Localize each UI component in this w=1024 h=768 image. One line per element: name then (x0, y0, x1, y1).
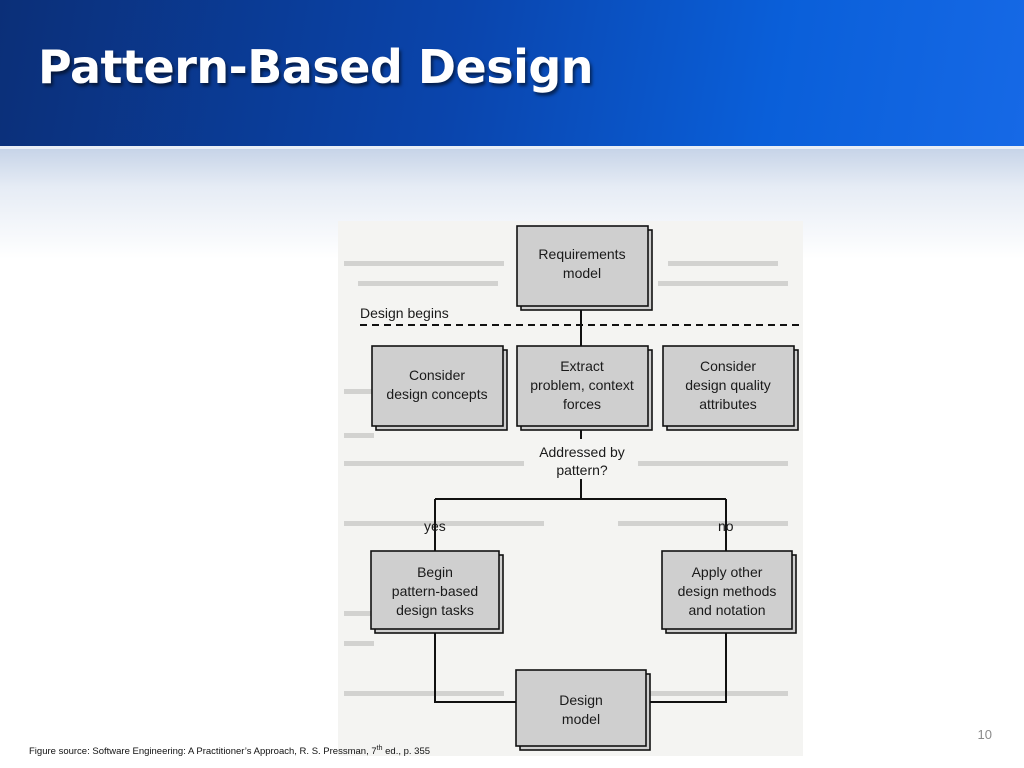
decision-label: Addressed by pattern? (539, 444, 625, 478)
no-branch-label: no (718, 518, 734, 534)
svg-text:design methods: design methods (678, 583, 777, 599)
slide-title: Pattern-Based Design (38, 40, 594, 94)
yes-branch-label: yes (424, 518, 446, 534)
consider-design-concepts-node: Consider design concepts (371, 345, 508, 431)
svg-text:and notation: and notation (688, 602, 765, 618)
apply-other-methods-node: Apply other design methods and notation (661, 550, 797, 634)
svg-text:model: model (562, 711, 600, 727)
page-number: 10 (977, 727, 992, 742)
svg-text:Requirements: Requirements (538, 246, 625, 262)
svg-text:forces: forces (563, 396, 601, 412)
svg-text:problem, context: problem, context (530, 377, 634, 393)
svg-text:Design: Design (559, 692, 603, 708)
title-bar: Pattern-Based Design (0, 0, 1024, 149)
caption-suffix: ed., p. 355 (382, 746, 431, 758)
caption-text: Figure source: Software Engineering: A P… (29, 746, 377, 758)
svg-text:attributes: attributes (699, 396, 757, 412)
svg-text:pattern?: pattern? (556, 462, 608, 478)
begin-pattern-tasks-node: Begin pattern-based design tasks (370, 550, 504, 634)
design-begins-label: Design begins (360, 305, 449, 321)
flowchart: Design begins Requirements model Conside… (344, 225, 803, 751)
svg-text:design concepts: design concepts (386, 386, 487, 402)
svg-text:Consider: Consider (409, 367, 465, 383)
svg-text:Extract: Extract (560, 358, 604, 374)
faded-scan-lines (344, 261, 788, 696)
svg-text:Begin: Begin (417, 564, 453, 580)
requirements-model-node: Requirements model (516, 225, 653, 311)
svg-text:pattern-based: pattern-based (392, 583, 478, 599)
extract-problem-node: Extract problem, context forces (516, 345, 653, 431)
svg-text:model: model (563, 265, 601, 281)
flowchart-figure: Design begins Requirements model Conside… (338, 221, 803, 756)
svg-text:design tasks: design tasks (396, 602, 474, 618)
figure-source-caption: Figure source: Software Engineering: A P… (29, 745, 430, 757)
flow-connectors (434, 307, 727, 703)
design-model-node: Design model (515, 669, 651, 751)
caption-superscript: th (376, 745, 383, 752)
svg-text:Apply other: Apply other (692, 564, 763, 580)
svg-text:Addressed by: Addressed by (539, 444, 625, 460)
svg-text:Consider: Consider (700, 358, 756, 374)
consider-quality-attributes-node: Consider design quality attributes (662, 345, 799, 431)
svg-text:design quality: design quality (685, 377, 771, 393)
